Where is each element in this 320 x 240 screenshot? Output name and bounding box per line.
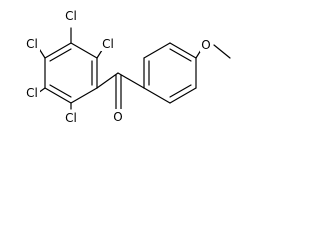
oxygen-methyl-bond bbox=[213, 44, 231, 59]
methoxyphenyl-ring bbox=[143, 42, 197, 104]
ring-bond bbox=[70, 42, 98, 59]
label-background bbox=[63, 8, 79, 23]
carbonyl-oxygen-label: O bbox=[113, 110, 122, 124]
chlorine-label-upper-right: Cl bbox=[102, 37, 114, 51]
ring-bond bbox=[44, 87, 72, 104]
ring-bond bbox=[70, 87, 98, 104]
ring-bond bbox=[169, 42, 197, 59]
carbonyl-group bbox=[96, 72, 145, 112]
carbonyl-to-ring-bond bbox=[117, 72, 145, 89]
label-background bbox=[24, 85, 40, 100]
label-background bbox=[63, 110, 79, 125]
label-background bbox=[200, 37, 213, 52]
label-background bbox=[100, 36, 116, 51]
label-background bbox=[24, 36, 40, 51]
ring-to-carbonyl-bond bbox=[96, 72, 119, 89]
ring-inner-double-bond bbox=[169, 48, 192, 62]
ring-bond bbox=[143, 42, 171, 59]
ring-bond bbox=[44, 42, 72, 59]
chlorine-label-bottom: Cl bbox=[65, 111, 77, 125]
chemical-structure: Cl Cl Cl Cl Cl O O bbox=[24, 8, 231, 125]
chlorine-label-top: Cl bbox=[65, 9, 77, 23]
ring-inner-double-bond bbox=[49, 48, 72, 62]
pentachlorophenyl-ring bbox=[44, 42, 98, 104]
ring-bond bbox=[169, 87, 197, 104]
label-background bbox=[112, 109, 125, 124]
methoxy-oxygen-label: O bbox=[201, 38, 210, 52]
atom-labels: Cl Cl Cl Cl Cl O O bbox=[24, 8, 213, 125]
chlorine-label-lower-left: Cl bbox=[26, 86, 38, 100]
ring-bond bbox=[143, 87, 171, 104]
chlorine-label-upper-left: Cl bbox=[26, 37, 38, 51]
ring-inner-double-bond bbox=[49, 84, 72, 98]
ring-inner-double-bond bbox=[169, 84, 192, 98]
